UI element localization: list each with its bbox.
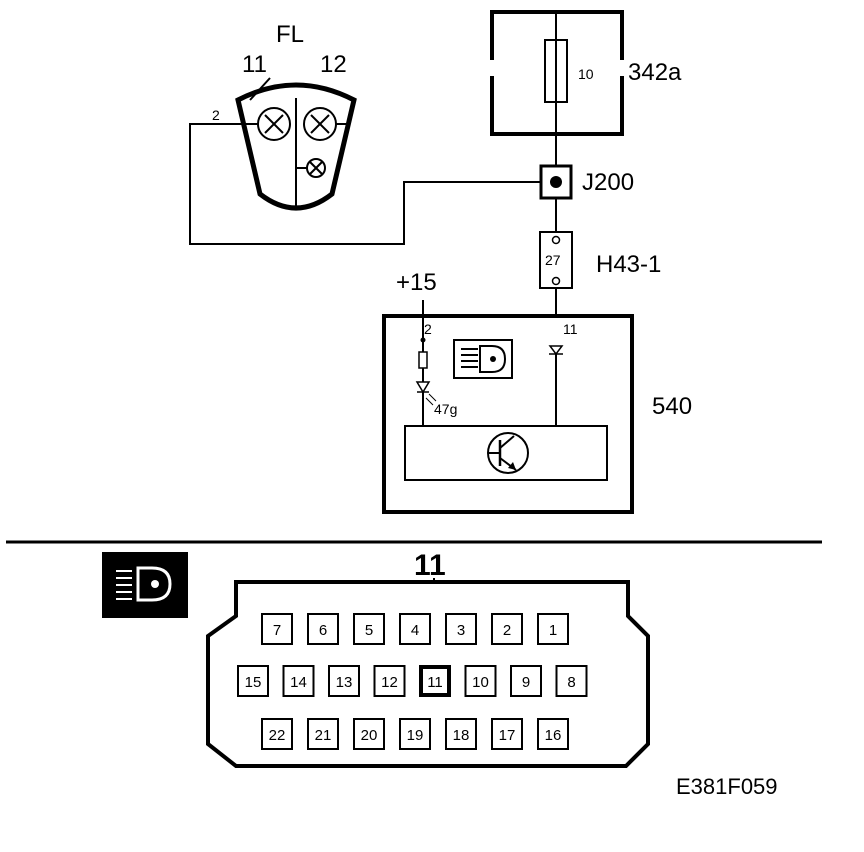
connector-pin-cell xyxy=(537,613,569,645)
fuse-box-label: 342a xyxy=(628,59,682,86)
connector-face-icon-tile xyxy=(102,552,188,618)
module-pin-11-label: 11 xyxy=(563,321,578,337)
connector-pin-highlight-inner xyxy=(423,669,447,693)
connector-pin-cell xyxy=(282,665,315,697)
connector-pin-cell xyxy=(464,665,497,697)
connector-pin-label: 22 xyxy=(269,727,286,744)
connector-pin-cell xyxy=(353,718,385,750)
connector-pin-cell xyxy=(399,718,431,750)
connector-pin-label: 11 xyxy=(427,674,443,691)
lamp-pin-11-label: 11 xyxy=(242,51,267,78)
connector-pin-label: 15 xyxy=(245,674,262,691)
connector-pin-label: 8 xyxy=(567,674,575,691)
lamp-fl-label: FL xyxy=(276,21,304,48)
connector-pin-cell xyxy=(445,613,477,645)
lamp-to-junction-wire xyxy=(189,123,544,245)
connector-pin-label: 16 xyxy=(545,727,562,744)
bulb-icon xyxy=(257,107,291,141)
connector-pin-label: 13 xyxy=(336,674,353,691)
connector-pin-cell xyxy=(373,665,406,697)
connector-pin-label: 6 xyxy=(319,622,327,639)
connector-pin-cell xyxy=(307,613,339,645)
connector-pin-cell xyxy=(555,665,588,697)
connector-pin-label: 5 xyxy=(365,622,373,639)
connector-pin-label: 12 xyxy=(381,674,398,691)
module-540: +15 2 47g 11 xyxy=(382,269,692,514)
connector-pin-label: 4 xyxy=(411,622,419,639)
connector-pin-cell xyxy=(491,613,523,645)
lamp-pin-12-label: 12 xyxy=(320,51,347,78)
connector-pin-label: 20 xyxy=(361,727,378,744)
connector-pin-label: 18 xyxy=(453,727,470,744)
connector-pin-label: 2 xyxy=(503,622,511,639)
connector-h43-1: 27 H43-1 xyxy=(539,231,661,289)
fuse-box-342a: 10 342a xyxy=(490,10,682,136)
connector-pin-label: 7 xyxy=(273,622,281,639)
connector-pin-cell xyxy=(510,665,542,697)
lamp-wire-pin-label: 2 xyxy=(212,107,220,123)
connector-pin-cell xyxy=(307,718,339,750)
junction-j200: J200 xyxy=(539,164,634,200)
module-label: 540 xyxy=(652,393,692,420)
connector-pin-label: 21 xyxy=(315,727,332,744)
fuse-number-label: 10 xyxy=(578,66,594,82)
connector-pin-cell xyxy=(399,613,431,645)
junction-label: J200 xyxy=(582,169,634,196)
connector-pin-cell xyxy=(261,613,293,645)
highlight-pin-title: 11 xyxy=(414,549,446,582)
connector-pin-label: 10 xyxy=(472,674,489,691)
bulb-icon xyxy=(306,158,326,178)
connector-pin-label: 9 xyxy=(522,674,530,691)
headlight-icon xyxy=(116,566,172,602)
transistor-icon xyxy=(487,432,529,474)
connector-pin-cell xyxy=(491,718,523,750)
connector-pin-cell xyxy=(445,718,477,750)
connector-pin-cell xyxy=(537,718,569,750)
connector-pin-cell xyxy=(237,665,269,697)
supply-label: +15 xyxy=(396,269,437,296)
figure-code: E381F059 xyxy=(676,774,778,799)
connector-pin-label: 17 xyxy=(499,727,516,744)
connector-pin-label: 14 xyxy=(290,674,307,691)
connector-pin-cell xyxy=(261,718,293,750)
front-left-lamp: FL 11 12 2 xyxy=(212,21,357,211)
connector-label: H43-1 xyxy=(596,251,661,278)
led-label: 47g xyxy=(434,401,457,417)
connector-pin-label: 19 xyxy=(407,727,424,744)
connector-pin-cell xyxy=(328,665,360,697)
module-pin-2-label: 2 xyxy=(424,321,432,337)
bulb-icon xyxy=(303,107,337,141)
connector-pin-label: 3 xyxy=(457,622,465,639)
connector-pin-label: 1 xyxy=(549,622,557,639)
connector-pin-cell xyxy=(353,613,385,645)
connector-pin-label: 27 xyxy=(545,252,561,268)
headlight-icon xyxy=(453,339,513,379)
